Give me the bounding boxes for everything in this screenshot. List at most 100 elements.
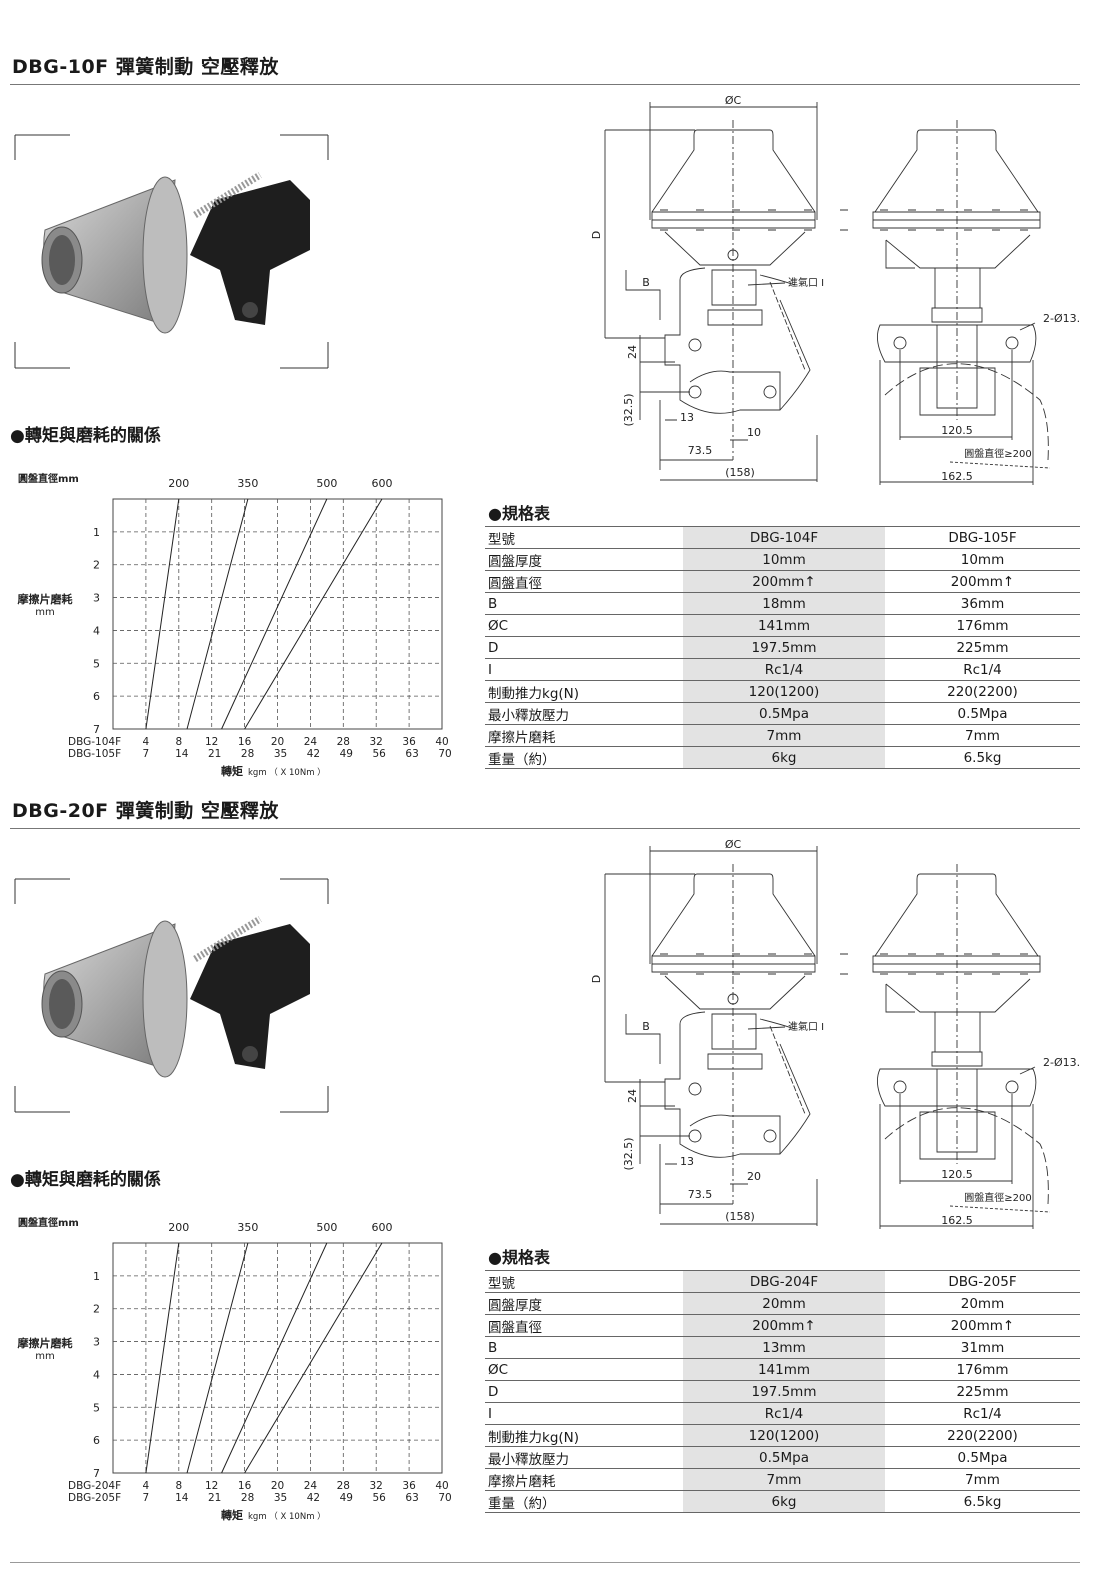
cell-value: 200mm↑: [683, 1314, 885, 1337]
cell-value: 31mm: [885, 1336, 1080, 1359]
x-axis-label: 轉矩: [221, 1508, 243, 1522]
cell-value: 197.5mm: [683, 636, 885, 659]
y-tick-label: 2: [93, 1303, 100, 1316]
dim-162-5-label: 162.5: [941, 470, 973, 483]
x-tick-label: 42: [307, 1492, 320, 1504]
series-line-350: [186, 1242, 249, 1474]
cell-value: DBG-204F: [683, 1270, 885, 1293]
y-tick-label: 5: [93, 657, 100, 670]
row-label: D: [485, 636, 683, 659]
cell-value: 0.5Mpa: [683, 702, 885, 725]
row-label: B: [485, 1336, 683, 1359]
x-tick-label: 4: [143, 736, 150, 748]
x-tick-label: 12: [205, 736, 218, 748]
bottom-divider: [10, 1562, 1080, 1563]
x-tick-label: 36: [402, 736, 416, 748]
cell-value: 141mm: [683, 1358, 885, 1381]
x-tick-label: 12: [205, 1480, 218, 1492]
row-label: 摩擦片磨耗: [485, 1468, 683, 1491]
y-tick-label: 1: [93, 526, 100, 539]
x-tick-label: 8: [175, 736, 182, 748]
cell-value: 200mm↑: [885, 570, 1080, 593]
series-label: 500: [316, 477, 337, 490]
dim-158-label: (158): [725, 466, 755, 479]
cell-value: 220(2200): [885, 1424, 1080, 1447]
cell-value: 18mm: [683, 592, 885, 615]
x-tick-label: 40: [435, 736, 448, 748]
cell-value: 120(1200): [683, 680, 885, 703]
x-axis-unit: kgm （ X 10Nm ）: [248, 767, 326, 778]
cell-value: 0.5Mpa: [885, 1446, 1080, 1469]
cell-value: 6kg: [683, 1490, 885, 1513]
cell-value: 7mm: [683, 724, 885, 747]
x-tick-label: 20: [271, 1480, 284, 1492]
disc-diameter-label: 圓盤直徑≥200: [964, 1191, 1031, 1204]
x-tick-label: 28: [241, 748, 254, 760]
series-label: 600: [371, 477, 392, 490]
x-tick-label: 8: [175, 1480, 182, 1492]
x-axis-unit: kgm （ X 10Nm ）: [248, 1511, 326, 1522]
table-row: 制動推力kg(N)120(1200)220(2200): [485, 1424, 1080, 1447]
y-tick-label: 1: [93, 1270, 100, 1283]
cell-value: 176mm: [885, 1358, 1080, 1381]
row-label: 摩擦片磨耗: [485, 724, 683, 747]
b-label: B: [642, 276, 650, 289]
row-label: ØC: [485, 614, 683, 637]
disc-diameter-axis-label: 圓盤直徑mm: [18, 1216, 79, 1229]
series-label: 500: [316, 1221, 337, 1234]
x-tick-label: 24: [304, 1480, 318, 1492]
cell-value: 220(2200): [885, 680, 1080, 703]
x-tick-label: 70: [438, 748, 451, 760]
cell-value: Rc1/4: [885, 1402, 1080, 1425]
inlet-label: 進氣口 I: [788, 276, 824, 289]
cell-value: 225mm: [885, 1380, 1080, 1403]
y-tick-label: 5: [93, 1401, 100, 1414]
y-axis-unit: mm: [35, 607, 54, 618]
x-tick-label: 21: [208, 748, 221, 760]
x-tick-label: 36: [402, 1480, 416, 1492]
x-tick-label: 56: [373, 1492, 387, 1504]
x-tick-label: 28: [337, 736, 350, 748]
spec-heading: ●規格表: [488, 504, 550, 523]
series-label: 600: [371, 1221, 392, 1234]
section-title: DBG-20F 彈簧制動 空壓釋放: [12, 800, 279, 822]
phi-c-label: ØC: [725, 94, 742, 107]
row-label: 圓盤厚度: [485, 548, 683, 571]
row-label: ØC: [485, 1358, 683, 1381]
y-axis-label: 摩擦片磨耗: [18, 1336, 73, 1350]
x-tick-label: 7: [143, 748, 150, 760]
series-label: 350: [237, 1221, 258, 1234]
cell-value: 225mm: [885, 636, 1080, 659]
holes-label: 2-Ø13.5: [1043, 1056, 1080, 1069]
x-tick-label: 35: [274, 748, 287, 760]
cell-value: Rc1/4: [683, 658, 885, 681]
x-row-label: DBG-204F: [68, 1480, 121, 1492]
row-label: 圓盤直徑: [485, 570, 683, 593]
series-line-500: [221, 1242, 328, 1474]
product-photo: [14, 134, 329, 369]
cell-value: 10mm: [683, 548, 885, 571]
cell-value: 7mm: [885, 724, 1080, 747]
row-label: 圓盤直徑: [485, 1314, 683, 1337]
x-tick-label: 21: [208, 1492, 221, 1504]
x-tick-label: 63: [405, 1492, 418, 1504]
cell-value: 0.5Mpa: [683, 1446, 885, 1469]
x-tick-label: 32: [370, 1480, 383, 1492]
dim-73-5-label: 73.5: [688, 1188, 713, 1201]
